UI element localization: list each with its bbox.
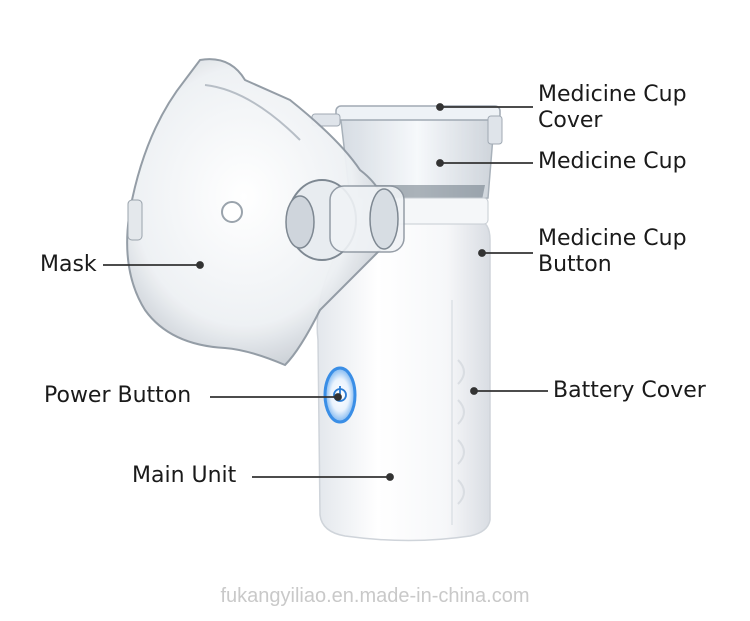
label-battery-cover: Battery Cover bbox=[553, 378, 706, 403]
label-medicine-cup: Medicine Cup bbox=[538, 149, 687, 174]
label-medicine-cup-cover-line2: Cover bbox=[538, 108, 603, 133]
mask-connector bbox=[285, 179, 405, 261]
label-power-button: Power Button bbox=[44, 383, 192, 408]
label-medicine-cup-cover-line1: Medicine Cup bbox=[538, 82, 687, 107]
label-medicine-cup-cover: Medicine Cup Cover bbox=[538, 82, 687, 134]
label-main-unit: Main Unit bbox=[132, 463, 237, 488]
leader-lines bbox=[103, 103, 548, 481]
label-mask: Mask bbox=[40, 252, 97, 277]
label-medicine-cup-button-line1: Medicine Cup bbox=[538, 226, 687, 251]
label-medicine-cup-button-line2: Button bbox=[538, 252, 612, 277]
label-medicine-cup-button: Medicine Cup Button bbox=[538, 226, 687, 278]
mask bbox=[126, 58, 388, 367]
grip-ridges bbox=[457, 359, 465, 505]
watermark: fukangyiliao.en.made-in-china.com bbox=[220, 585, 530, 607]
